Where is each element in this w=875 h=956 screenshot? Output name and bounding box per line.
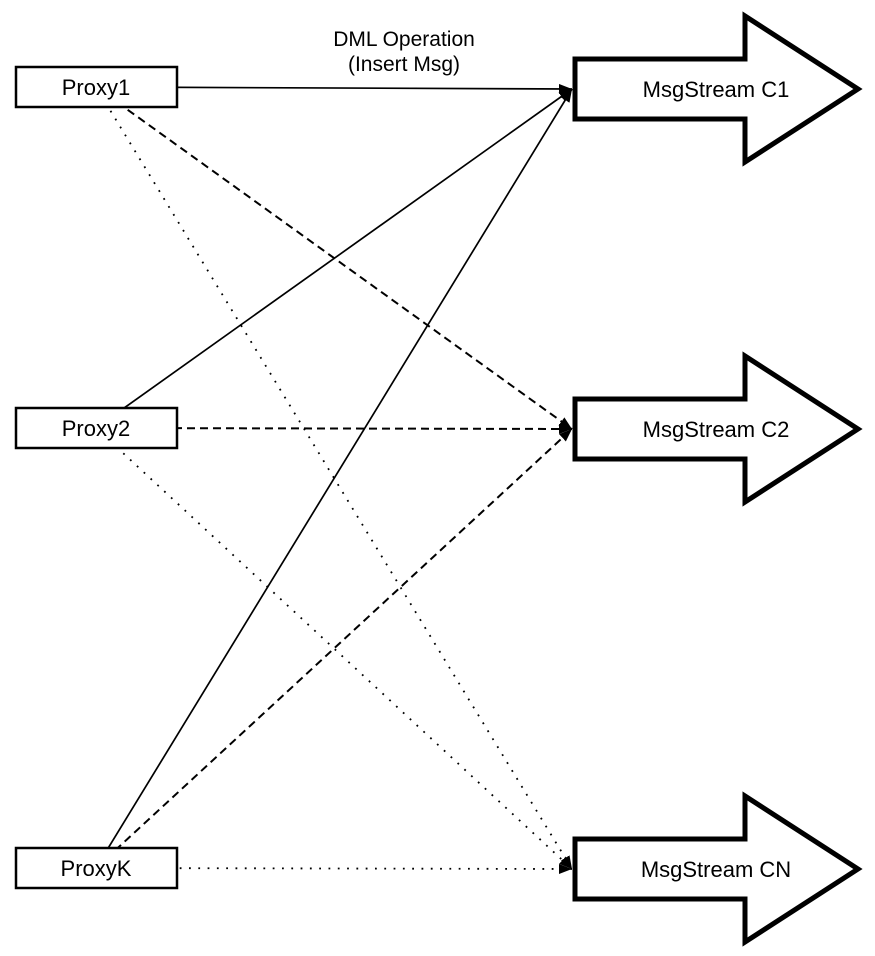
edge-proxy2-msgstream-cn xyxy=(95,427,573,870)
proxy1-box xyxy=(14,65,179,109)
msgstream-c2-label: MsgStream C2 xyxy=(643,417,790,442)
msgstream-cn-node: MsgStream CN xyxy=(572,791,863,947)
msgstream-cn-arrow-shape xyxy=(572,791,863,947)
msgstream-c2-node: MsgStream C2 xyxy=(572,351,863,507)
msgstream-c1-arrow-shape xyxy=(572,11,863,167)
proxy2-box xyxy=(14,406,179,450)
msgstream-cn-label: MsgStream CN xyxy=(641,857,791,882)
edge-proxyk-msgstream-c2 xyxy=(95,428,573,869)
edge-proxyk-msgstream-c1 xyxy=(95,88,573,869)
proxyk-label: ProxyK xyxy=(61,856,132,881)
edge-proxy2-msgstream-c1 xyxy=(95,88,573,429)
proxy2-label: Proxy2 xyxy=(62,416,130,441)
edges xyxy=(95,83,573,874)
msgstream-c1-label: MsgStream C1 xyxy=(643,77,790,102)
proxyk-node: ProxyK xyxy=(14,846,179,890)
msgstream-c2-arrow-shape xyxy=(572,351,863,507)
edge-proxy1-msgstream-cn xyxy=(95,86,573,870)
msgstream-c1-node: MsgStream C1 xyxy=(572,11,863,167)
proxy1-label: Proxy1 xyxy=(62,75,130,100)
proxy2-node: Proxy2 xyxy=(14,406,179,450)
diagram-title-line-2: (Insert Msg) xyxy=(348,53,460,76)
proxy1-node: Proxy1 xyxy=(14,65,179,109)
diagram-title: DML Operation (Insert Msg) xyxy=(333,28,475,76)
proxyk-box xyxy=(14,846,179,890)
diagram-title-line-1: DML Operation xyxy=(333,28,475,51)
